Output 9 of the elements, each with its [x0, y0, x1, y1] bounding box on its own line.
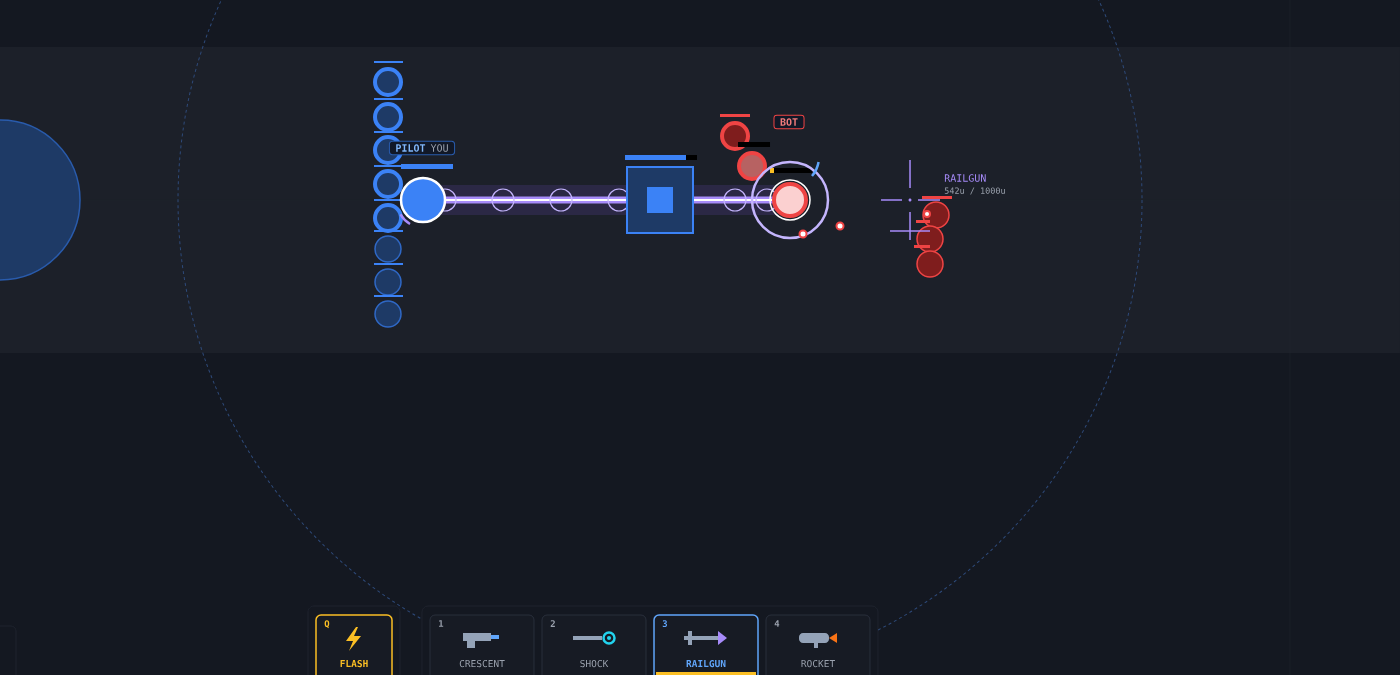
name-tag: PILOT YOU	[388, 140, 456, 156]
weapon-slot: 2 SHOCK	[541, 614, 647, 675]
weapon-name: RAILGUN	[944, 174, 986, 182]
weapon-slot: 1 CRESCENT	[429, 614, 535, 675]
weapon-slot: 4 ROCKET	[765, 614, 871, 675]
weapon-slot: 3 RAILGUN	[653, 614, 759, 675]
range-readout: 542u / 1000u	[944, 187, 1005, 195]
name-tag: BOT	[773, 114, 805, 130]
ability-slot: Q FLASH	[315, 614, 393, 675]
